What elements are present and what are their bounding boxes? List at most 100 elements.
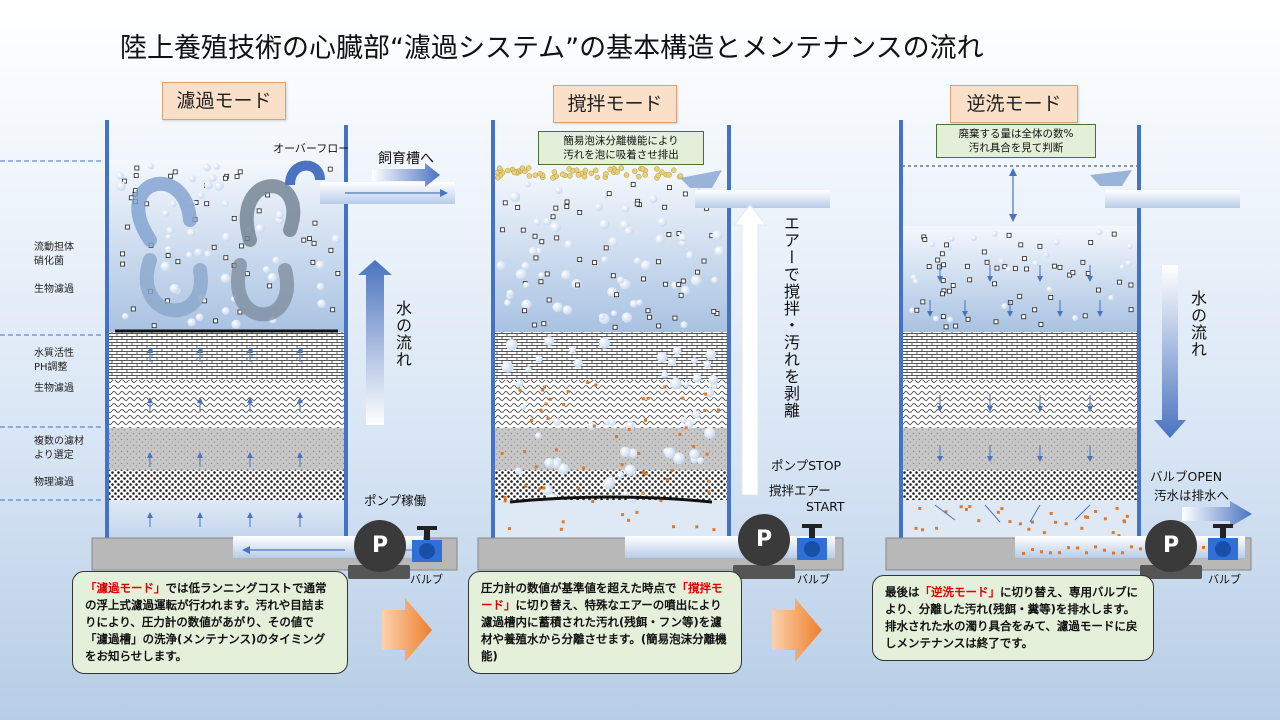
down-arrow-head [987,406,993,412]
bubble [948,235,955,242]
dirt-particle [1085,551,1088,555]
carrier-particle [676,231,682,236]
bubble [636,299,643,306]
bubble [562,305,573,315]
bubble [553,418,562,426]
carrier-particle [307,236,312,241]
bubble [697,457,704,464]
bubble [220,273,231,284]
dirt-particle [1094,509,1098,513]
bubble [535,355,543,363]
layer-carrier-tag: 生物濾過 [34,284,74,295]
carrier-particle [120,251,125,257]
dirt-particle [672,525,676,529]
bubble [213,163,220,170]
bubble [610,310,618,317]
dirt-particle [1031,547,1034,551]
dirt-particle [641,397,645,401]
dirt-particle [706,479,710,483]
foam-bubble [526,165,532,171]
bubble [528,246,538,256]
bubble [669,377,682,390]
carrier-particle [935,257,941,263]
pump-icon [354,520,406,572]
bubble [197,191,205,199]
up-arrow-head [247,397,253,403]
dirt-particle [620,463,624,467]
carrier-particle [531,322,537,328]
dirt-particle [703,409,707,413]
dirt-particle [659,498,663,502]
bubble [616,471,625,479]
page-title: 陸上養殖技術の心臓部“濾過システム”の基本構造とメンテナンスの流れ [120,33,984,64]
filter-mode-description: 「濾過モード」では低ランニングコストで通常の浮上式濾過運転が行われます。汚れや目… [72,571,348,674]
bubble [620,446,631,458]
carrier-particle [532,233,538,239]
foam-outlet-pipe [695,190,830,208]
bubble [1001,303,1008,310]
bubble [656,352,668,363]
layer-carrier-label: 流動担体硝化菌 [34,242,74,267]
bubble [690,275,702,286]
carrier-particle [1070,270,1076,276]
bubble [573,358,583,368]
dirt-particle [1084,515,1088,519]
drain-arrow [1182,501,1252,527]
down-arrow-head [987,456,993,462]
bubble [186,228,196,237]
bubble [535,432,542,440]
carrier-particle [1022,256,1027,261]
bubble [538,272,545,279]
bubble [516,380,524,388]
bubble [169,283,180,294]
carrier-particle [1006,232,1012,238]
dirt-particle [544,402,548,406]
bubble [947,316,954,323]
bubble [649,194,658,204]
air-up-arrow [732,204,768,496]
carrier-particle [943,324,949,330]
bubble [711,276,719,284]
drain-label: 汚水は排水へ [1154,488,1230,503]
down-arrow-head [1087,406,1093,412]
carrier-particle [237,169,243,175]
bubble [704,427,716,439]
dirt-particle [561,520,565,524]
bubble [603,477,616,490]
bubble [1043,251,1050,258]
bubble [535,247,543,255]
carrier-particle [647,314,652,320]
dirt-particle [507,527,511,531]
dirt-particle [681,396,685,400]
valve-icon [1208,524,1238,560]
carrier-particle [575,282,580,288]
carrier-particle [502,200,508,206]
carrier-particle [223,255,229,261]
bubble [712,229,723,241]
down-arrow [984,504,1001,523]
foam-bubble [505,167,511,174]
dirt-particle [523,450,527,454]
bubble [267,272,278,283]
carrier-particle [577,257,583,263]
air-bubbles [496,181,725,532]
carrier-particle [1032,307,1038,313]
dirt-particle [1076,546,1079,550]
bubble [640,260,652,271]
carrier-particle [1096,287,1101,293]
carrier-particle [256,208,262,214]
carrier-particle [172,169,178,175]
carrier-particle [678,292,684,298]
dirt-particle [637,451,641,455]
bubble [194,248,203,257]
bubble [185,251,193,259]
bubble [602,192,609,199]
foam-bubble [654,166,660,172]
bubble [692,410,701,419]
bubble [594,202,603,212]
bubble [624,464,636,476]
down-arrow-head [1037,276,1043,282]
carrier-particle [1017,293,1023,299]
bubble [714,246,725,257]
